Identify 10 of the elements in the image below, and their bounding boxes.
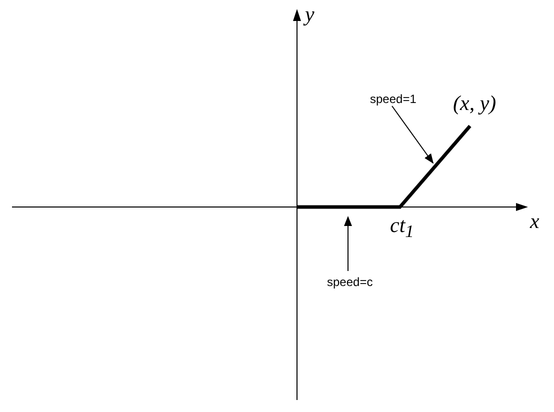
path-segment xyxy=(398,124,472,209)
speed-label: speed=1 xyxy=(370,92,416,106)
axis-label: y xyxy=(305,4,314,25)
leader-arrow xyxy=(344,216,352,272)
path-segment xyxy=(297,205,401,209)
point-label: (x, y) xyxy=(453,93,496,114)
axis-label: x xyxy=(530,211,540,232)
leader-arrow xyxy=(392,106,434,164)
point-label: ct$_{1}$ xyxy=(390,215,414,241)
speed-label: speed=c xyxy=(327,275,373,289)
